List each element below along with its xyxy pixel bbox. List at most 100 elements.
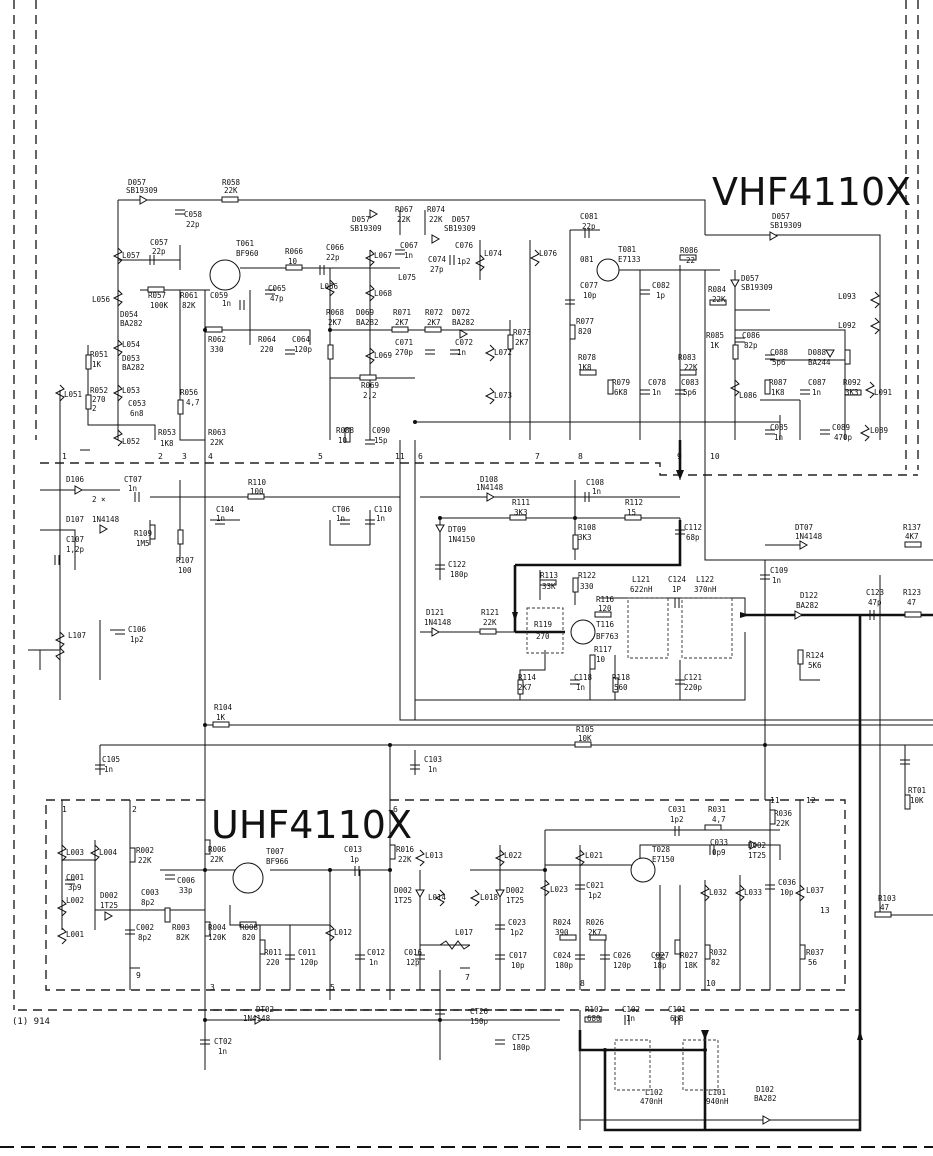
component-label: R026: [586, 918, 605, 927]
component-value: 270: [536, 632, 550, 641]
component-value: 6K8: [614, 388, 628, 397]
component-value: 1K: [92, 360, 102, 369]
component-label: C085: [770, 423, 788, 432]
component-value: 120p: [300, 958, 319, 967]
component-value: 47: [907, 598, 916, 607]
component-label: L002: [66, 896, 84, 905]
component-label: C076: [455, 241, 474, 250]
component-label: CT26: [470, 1007, 489, 1016]
uhf-component-labels: L003 L004 R002 22K C001 3p9 L002 D002 1T…: [66, 805, 824, 1106]
component-label: C064: [292, 335, 311, 344]
component-value: 1n: [428, 765, 437, 774]
component-label: C027: [651, 951, 669, 960]
node-number: 6: [393, 805, 398, 814]
component-label: R112: [625, 498, 643, 507]
component-label: R122: [578, 571, 596, 580]
component-value: 8p2: [138, 933, 152, 942]
component-value: E7133: [618, 255, 641, 264]
component-label: C118: [574, 673, 593, 682]
mid-wiring: [28, 440, 933, 1000]
component-label: L101: [708, 1088, 726, 1097]
component-value: 1n: [457, 348, 466, 357]
component-label: R011: [264, 948, 282, 957]
node-number: 2: [132, 805, 137, 814]
component-label: L121: [632, 575, 650, 584]
component-value: 4,7: [712, 815, 726, 824]
component-value: 1N4148: [243, 1014, 271, 1023]
component-value: 27p: [430, 265, 444, 274]
component-label: R069: [361, 381, 379, 390]
component-value: 2K7: [395, 318, 409, 327]
component-label: D054: [120, 310, 139, 319]
component-value: 940nH: [706, 1097, 729, 1106]
component-value: 22K: [398, 855, 412, 864]
mid-component-labels: D106 2 × CT07 1n R110 100 D108 1N4148 C1…: [66, 475, 926, 912]
component-label: D122: [800, 591, 818, 600]
component-value: 22K: [397, 215, 411, 224]
component-label: C083: [681, 378, 699, 387]
component-value: 1p2: [457, 257, 471, 266]
component-value: 3p9: [68, 883, 82, 892]
component-label: D057: [772, 212, 790, 221]
component-label: L022: [504, 851, 522, 860]
component-label: R084: [708, 285, 727, 294]
component-label: C112: [684, 523, 702, 532]
component-value: 220p: [684, 683, 703, 692]
component-label: C036: [778, 878, 797, 887]
component-value: 1T25: [100, 901, 118, 910]
component-value: BA282: [452, 318, 475, 327]
component-value: 4,7: [186, 398, 200, 407]
node-number: 10: [706, 979, 716, 988]
component-label: C109: [770, 566, 788, 575]
component-value: 10p: [780, 888, 794, 897]
component-label: L004: [99, 848, 118, 857]
component-label: R118: [612, 673, 631, 682]
component-value: BA282: [120, 319, 143, 328]
component-label: C066: [326, 243, 345, 252]
component-value: 15: [627, 508, 636, 517]
component-label: C071: [395, 338, 413, 347]
component-value: 1n: [216, 514, 225, 523]
component-label: R092: [843, 378, 861, 387]
component-label: C006: [177, 876, 196, 885]
component-value: 0p9: [712, 848, 726, 857]
component-value: E7150: [652, 855, 675, 864]
component-label: C031: [668, 805, 686, 814]
component-value: 15p: [374, 436, 388, 445]
component-value: 3K3: [845, 388, 859, 397]
component-value: 5K6: [808, 661, 822, 670]
component-value: 22p: [152, 247, 166, 256]
component-label: D002: [506, 886, 524, 895]
component-value: BA282: [122, 363, 145, 372]
component-label: L122: [696, 575, 714, 584]
component-value: 33K: [542, 582, 556, 591]
component-value: 22K: [776, 819, 790, 828]
component-label: T081: [618, 245, 636, 254]
component-value: 100K: [150, 301, 169, 310]
component-label: R053: [158, 428, 176, 437]
component-label: L037: [806, 886, 824, 895]
component-label: R088: [336, 426, 355, 435]
component-value: BA244: [808, 358, 831, 367]
node-number: 5: [318, 452, 323, 461]
component-label: R110: [248, 478, 267, 487]
component-label: C077: [580, 281, 598, 290]
component-value: 10p: [583, 291, 597, 300]
component-label: T028: [652, 845, 671, 854]
component-value: 12p: [406, 958, 420, 967]
component-label: L052: [122, 437, 140, 446]
component-label: L014: [428, 893, 447, 902]
component-label: L092: [838, 321, 856, 330]
component-label: R116: [596, 595, 615, 604]
node-number: 13: [820, 906, 830, 915]
component-value: 5p6: [683, 388, 697, 397]
component-label: R104: [214, 703, 233, 712]
component-label: R137: [903, 523, 921, 532]
component-label: R008: [240, 923, 259, 932]
component-label: D002: [100, 891, 118, 900]
component-value: 22K: [483, 618, 497, 627]
component-value: 22p: [186, 220, 200, 229]
component-label: L021: [585, 851, 603, 860]
component-label: C024: [553, 951, 572, 960]
component-label: R107: [176, 556, 194, 565]
